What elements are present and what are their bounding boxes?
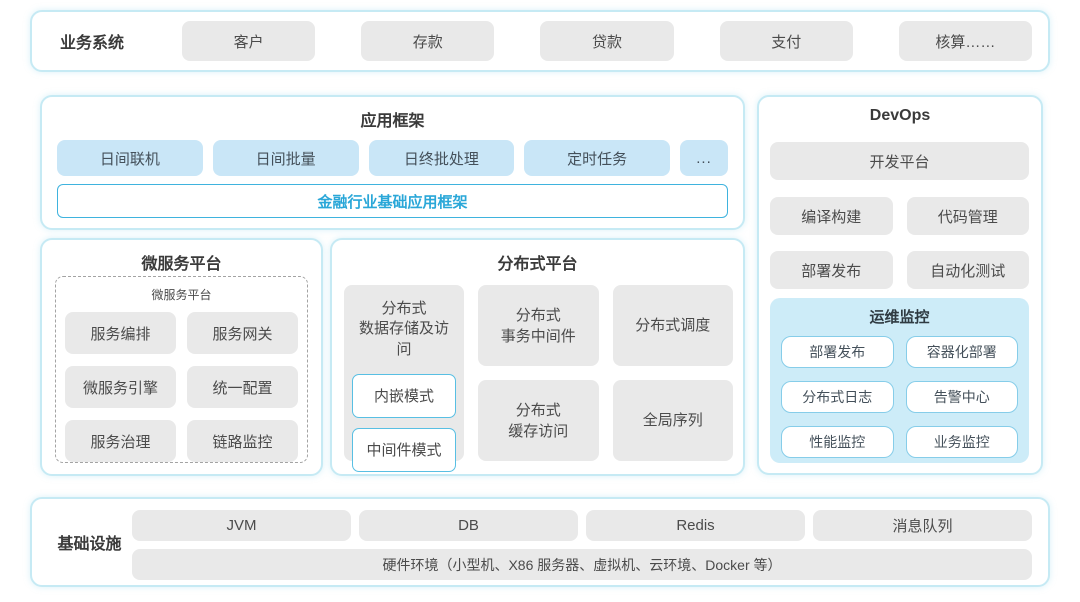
chip-compile-build: 编译构建	[770, 197, 893, 235]
chip-automated-testing: 自动化测试	[906, 251, 1029, 289]
business-chip-deposit: 存款	[361, 21, 495, 61]
ops-monitor-grid: 部署发布 容器化部署 分布式日志 告警中心 性能监控 业务监控	[781, 336, 1018, 458]
ops-chip-alert-center: 告警中心	[905, 381, 1018, 413]
chip-daytime-online: 日间联机	[57, 140, 203, 176]
infrastructure-panel: 基础设施 JVM DB Redis 消息队列 硬件环境（小型机、X86 服务器、…	[30, 497, 1050, 587]
infrastructure-chip-row: JVM DB Redis 消息队列	[132, 510, 1032, 541]
distributed-storage-label: 分布式 数据存储及访问	[358, 300, 449, 358]
microservices-inner-box: 微服务平台 服务编排 服务网关 微服务引擎 统一配置 服务治理 链路监控	[55, 276, 308, 463]
app-framework-panel: 应用框架 日间联机 日间批量 日终批处理 定时任务 ... 金融行业基础应用框架	[40, 95, 745, 230]
distributed-storage-box: 分布式 数据存储及访问 内嵌模式 中间件模式	[344, 285, 464, 472]
business-chip-customer: 客户	[182, 21, 316, 61]
infrastructure-label: 基础设施	[57, 536, 122, 553]
chip-code-management: 代码管理	[906, 197, 1029, 235]
business-systems-label: 业务系统	[59, 35, 124, 52]
microservices-grid: 服务编排 服务网关 微服务引擎 统一配置 服务治理 链路监控	[65, 312, 298, 462]
chip-trace-monitoring: 链路监控	[187, 420, 298, 462]
devops-grid: 编译构建 代码管理 部署发布 自动化测试	[770, 197, 1029, 289]
distributed-grid: 分布式 数据存储及访问 内嵌模式 中间件模式 分布式 事务中间件 分布式调度 分…	[344, 285, 733, 472]
cell-cache-access: 分布式 缓存访问	[478, 380, 599, 461]
ops-chip-distributed-logging: 分布式日志	[781, 381, 894, 413]
ops-chip-containerized-deploy: 容器化部署	[905, 336, 1018, 368]
distributed-platform-title: 分布式平台	[497, 256, 578, 273]
chip-middleware-mode: 中间件模式	[352, 427, 456, 472]
chip-more-ellipsis: ...	[680, 140, 728, 176]
business-chip-payment: 支付	[719, 21, 853, 61]
app-framework-chip-row: 日间联机 日间批量 日终批处理 定时任务 ...	[57, 140, 728, 176]
chip-scheduled-tasks: 定时任务	[524, 140, 670, 176]
cell-distributed-scheduling: 分布式调度	[612, 285, 733, 366]
chip-service-governance: 服务治理	[65, 420, 176, 462]
ops-chip-deploy-release: 部署发布	[781, 336, 894, 368]
chip-message-queue: 消息队列	[813, 510, 1032, 541]
chip-jvm: JVM	[132, 510, 351, 541]
chip-db: DB	[359, 510, 578, 541]
chip-dev-platform: 开发平台	[770, 142, 1029, 180]
business-chip-loan: 贷款	[540, 21, 674, 61]
app-framework-title: 应用框架	[360, 113, 425, 130]
ops-chip-performance-monitoring: 性能监控	[781, 426, 894, 458]
microservices-inner-title: 微服务平台	[151, 288, 212, 302]
ops-chip-business-monitoring: 业务监控	[905, 426, 1018, 458]
ops-monitor-title: 运维监控	[869, 309, 930, 326]
business-systems-panel: 业务系统 客户 存款 贷款 支付 核算……	[30, 10, 1050, 72]
microservices-panel: 微服务平台 微服务平台 服务编排 服务网关 微服务引擎 统一配置 服务治理 链路…	[40, 238, 323, 476]
chip-embedded-mode: 内嵌模式	[352, 373, 456, 418]
chip-deploy-release: 部署发布	[770, 251, 893, 289]
devops-panel: DevOps 开发平台 编译构建 代码管理 部署发布 自动化测试 运维监控 部署…	[757, 95, 1043, 475]
chip-daytime-batch: 日间批量	[212, 140, 359, 176]
chip-microservice-engine: 微服务引擎	[65, 366, 176, 408]
chip-service-orchestration: 服务编排	[65, 312, 176, 354]
ops-monitor-panel: 运维监控 部署发布 容器化部署 分布式日志 告警中心 性能监控 业务监控	[770, 298, 1029, 463]
chip-eod-batch: 日终批处理	[368, 140, 515, 176]
chip-service-gateway: 服务网关	[187, 312, 298, 354]
cell-transaction-middleware: 分布式 事务中间件	[478, 285, 599, 366]
devops-title: DevOps	[869, 107, 931, 124]
chip-redis: Redis	[586, 510, 805, 541]
business-chip-accounting: 核算……	[898, 21, 1033, 61]
base-application-framework-bar: 金融行业基础应用框架	[57, 184, 728, 218]
microservices-title: 微服务平台	[141, 256, 222, 273]
distributed-platform-panel: 分布式平台 分布式 数据存储及访问 内嵌模式 中间件模式 分布式 事务中间件 分…	[330, 238, 745, 476]
hardware-environment-bar: 硬件环境（小型机、X86 服务器、虚拟机、云环境、Docker 等）	[132, 549, 1032, 580]
chip-unified-config: 统一配置	[187, 366, 298, 408]
cell-global-sequence: 全局序列	[612, 380, 733, 461]
